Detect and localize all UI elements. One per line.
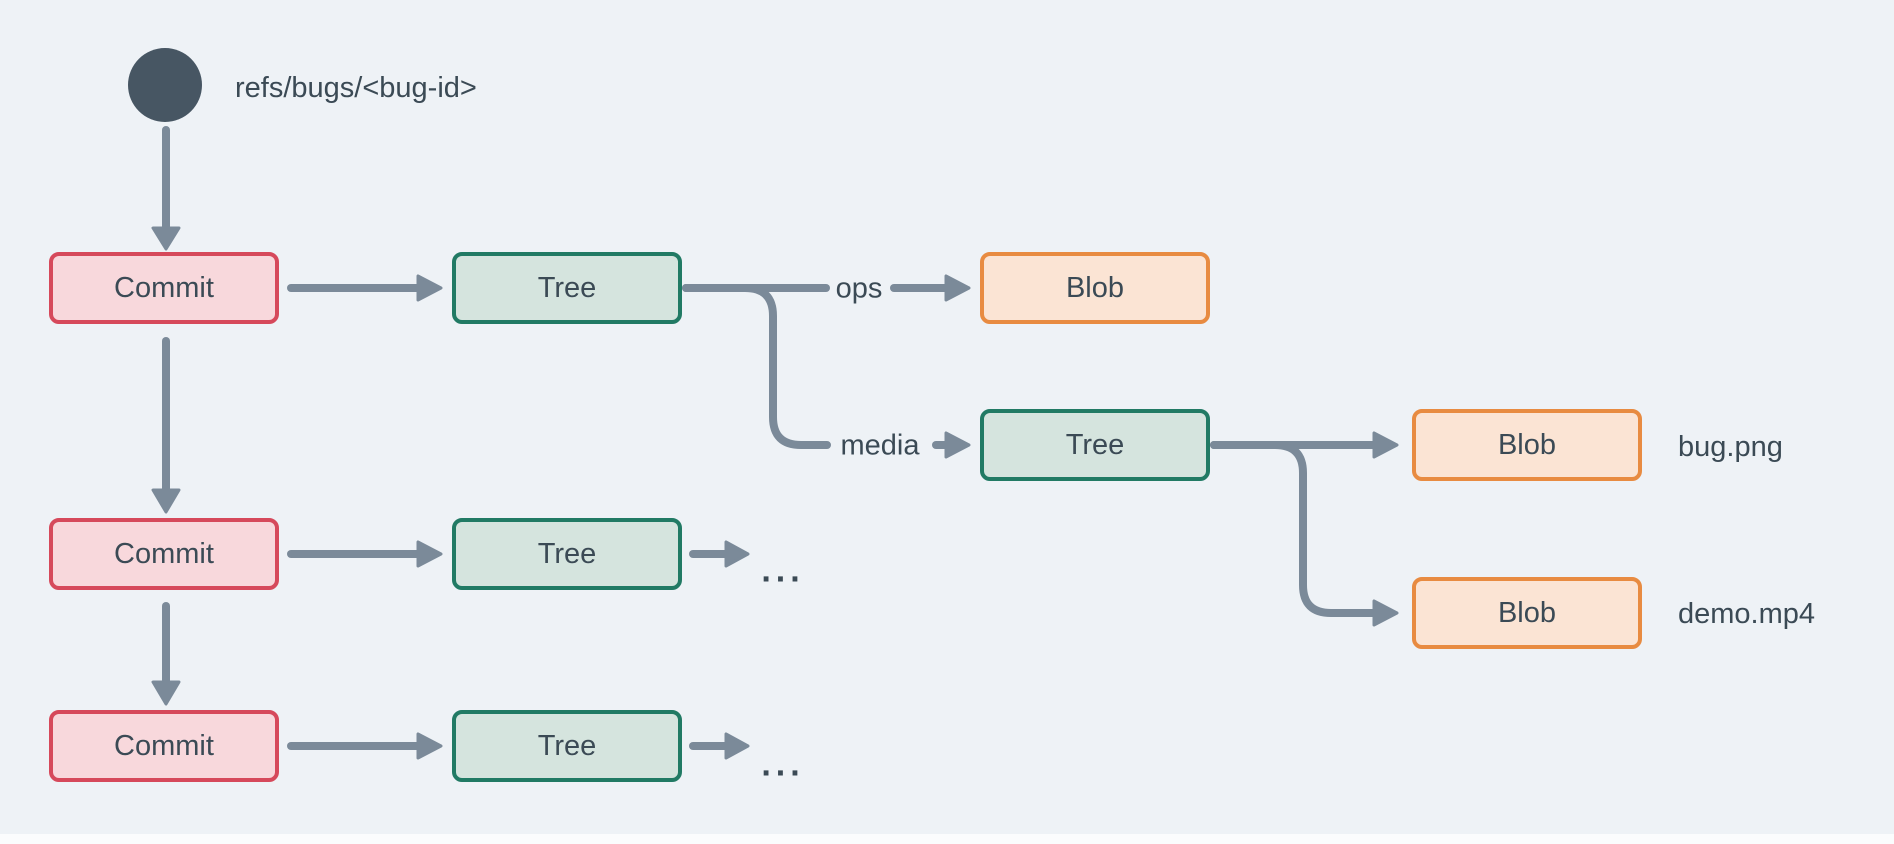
node-label: Tree bbox=[537, 729, 597, 762]
node-commit-1: Commit bbox=[49, 252, 279, 324]
arrowhead-tree3-to-ellipsis bbox=[724, 732, 750, 760]
node-label: Blob bbox=[1065, 271, 1125, 304]
node-tree-2: Tree bbox=[452, 518, 682, 590]
node-blob-ops: Blob bbox=[980, 252, 1210, 324]
node-blob-bug: Blob bbox=[1412, 409, 1642, 481]
arrowhead-media-to-tree bbox=[944, 431, 971, 459]
edge-label-ops: ops bbox=[835, 272, 883, 305]
arrowhead-commit2-to-commit3 bbox=[151, 680, 181, 706]
arrowhead-ref-to-commit1 bbox=[151, 226, 181, 251]
node-blob-demo: Blob bbox=[1412, 577, 1642, 649]
node-label: Tree bbox=[1065, 428, 1125, 461]
node-label: Commit bbox=[114, 537, 214, 570]
arrowhead-ops-to-blob bbox=[944, 274, 971, 302]
arrowhead-treemedia-to-blob-bug bbox=[1372, 431, 1399, 459]
bottom-edge-strip bbox=[0, 834, 1894, 844]
node-tree-media: Tree bbox=[980, 409, 1210, 481]
node-label: Commit bbox=[114, 271, 214, 304]
arrowhead-tree2-to-ellipsis bbox=[724, 540, 750, 568]
arrowhead-treemedia-to-blob-demo bbox=[1372, 599, 1399, 627]
node-tree-3: Tree bbox=[452, 710, 682, 782]
arrowhead-commit1-to-commit2 bbox=[151, 488, 181, 514]
arrowhead-commit3-to-tree3 bbox=[416, 732, 443, 760]
edge-treemedia-to-blob-demo bbox=[1210, 441, 1378, 617]
node-tree-1: Tree bbox=[452, 252, 682, 324]
edge-label-media: media bbox=[840, 429, 920, 462]
node-commit-2: Commit bbox=[49, 518, 279, 590]
arrowhead-commit2-to-tree2 bbox=[416, 540, 443, 568]
node-label: Tree bbox=[537, 271, 597, 304]
node-label: Blob bbox=[1497, 428, 1557, 461]
node-commit-3: Commit bbox=[49, 710, 279, 782]
branch-ref-icon bbox=[128, 48, 202, 122]
file-annotation-bug-png: bug.png bbox=[1678, 431, 1783, 463]
branch-ref-label: refs/bugs/<bug-id> bbox=[235, 72, 477, 104]
node-label: Commit bbox=[114, 729, 214, 762]
node-label: Tree bbox=[537, 537, 597, 570]
ellipsis-row-3: ... bbox=[761, 745, 805, 784]
file-annotation-demo-mp4: demo.mp4 bbox=[1678, 598, 1816, 630]
ellipsis-row-2: ... bbox=[761, 551, 805, 590]
arrowhead-commit1-to-tree1 bbox=[416, 274, 443, 302]
edge-tree1-branch-to-media bbox=[682, 284, 831, 449]
node-label: Blob bbox=[1497, 596, 1557, 629]
